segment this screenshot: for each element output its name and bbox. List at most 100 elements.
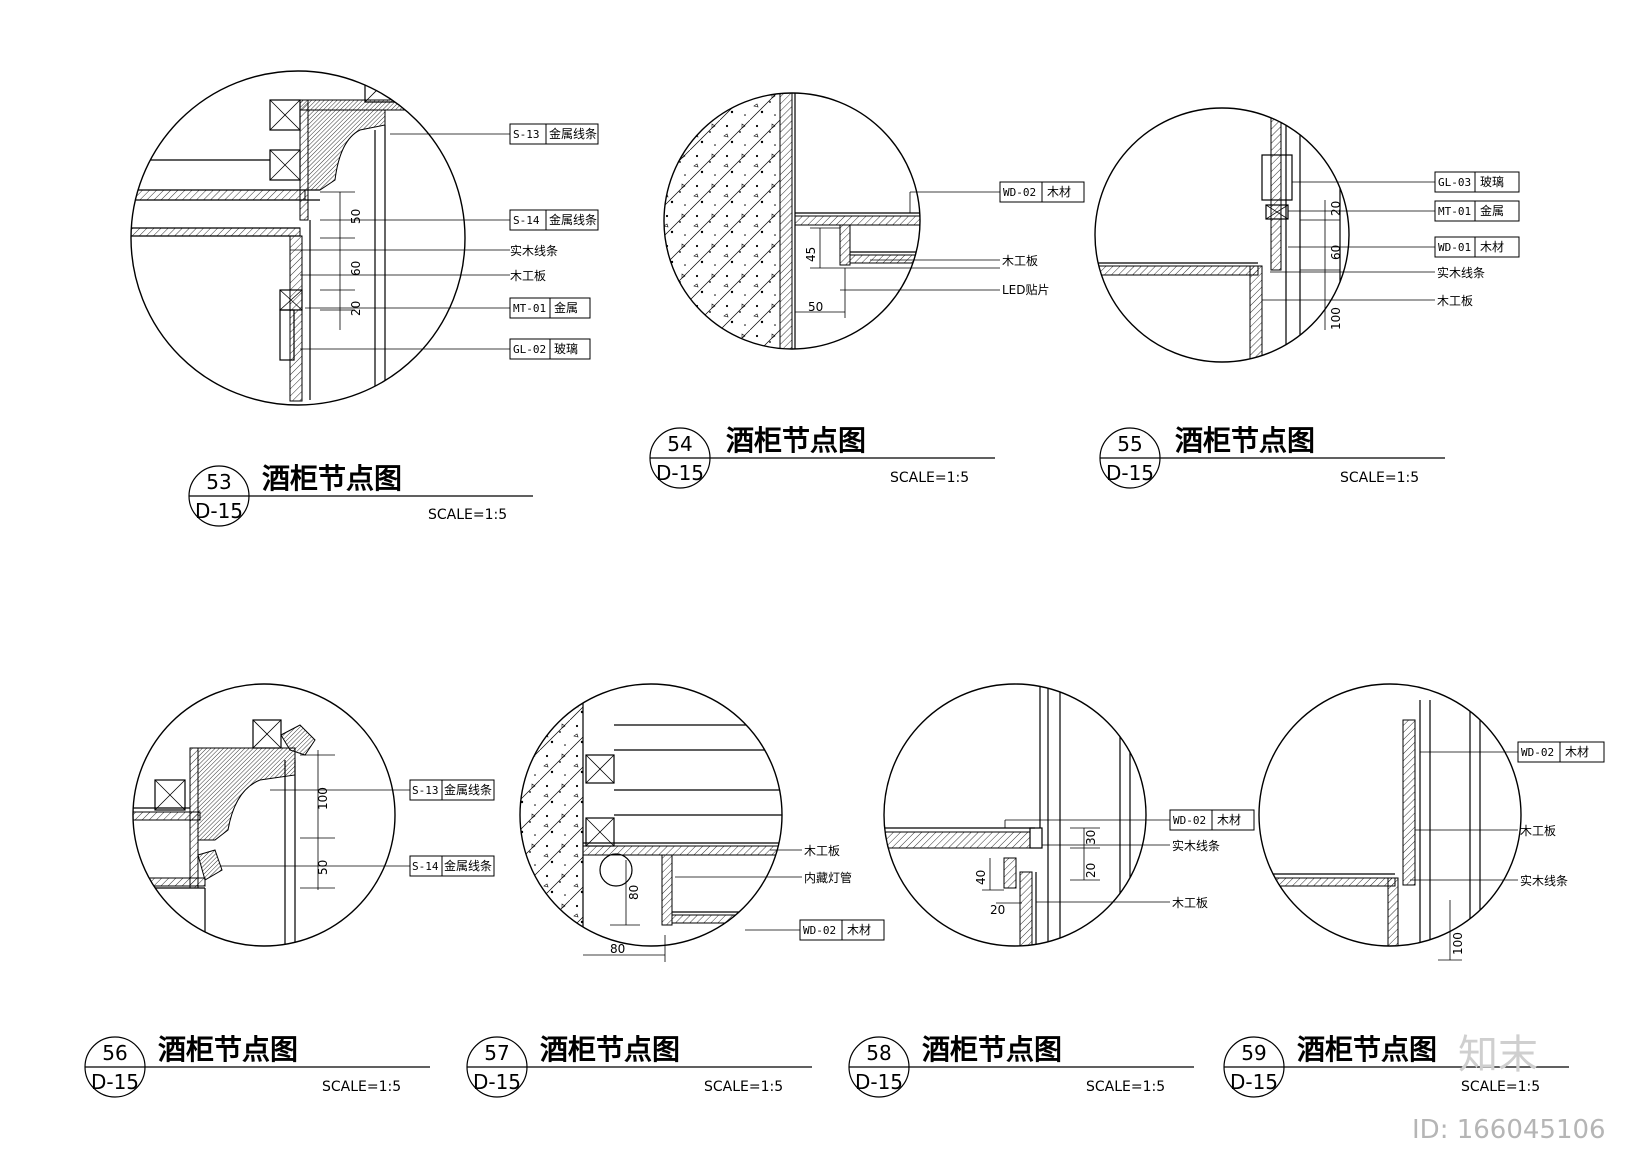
detail-54-tag-1: WD-02 木材 bbox=[999, 181, 1085, 203]
detail-54-dim-2: 50 bbox=[808, 300, 823, 314]
svg-text:木材: 木材 bbox=[1480, 240, 1504, 254]
detail-54-sheet: D-15 bbox=[656, 461, 704, 485]
svg-text:金属线条: 金属线条 bbox=[549, 126, 597, 141]
detail-56-title: 酒柜节点图 bbox=[158, 1033, 298, 1066]
detail-53-scale: SCALE=1:5 bbox=[428, 507, 507, 523]
svg-text:S-13: S-13 bbox=[412, 784, 439, 797]
detail-57-drawing bbox=[520, 684, 782, 946]
detail-56: 100 50 S-13 金属线条 S-14 金属线条 56 D-15 酒柜节点图… bbox=[84, 683, 495, 1098]
detail-58-title: 酒柜节点图 bbox=[922, 1033, 1062, 1066]
detail-55-dim-2: 60 bbox=[1329, 245, 1343, 260]
detail-58: 30 20 40 20 WD-02 木材 实木线条 木工板 58 D-15 酒柜… bbox=[848, 683, 1255, 1098]
detail-56-number: 56 bbox=[102, 1041, 127, 1065]
detail-59-scale: SCALE=1:5 bbox=[1461, 1079, 1540, 1095]
detail-55-tag-3: WD-01 木材 bbox=[1434, 236, 1520, 258]
detail-56-sheet: D-15 bbox=[91, 1070, 139, 1094]
detail-53-dim-1: 50 bbox=[349, 209, 363, 224]
detail-58-note-1: 实木线条 bbox=[1172, 838, 1220, 853]
detail-57: 80 80 木工板 内藏灯管 WD-02 木材 57 D-15 酒柜节点图 SC… bbox=[466, 683, 885, 1098]
svg-text:木材: 木材 bbox=[847, 923, 871, 937]
detail-58-dim-1: 30 bbox=[1084, 830, 1098, 845]
detail-58-number: 58 bbox=[866, 1041, 891, 1065]
svg-text:GL-03: GL-03 bbox=[1438, 176, 1471, 189]
svg-text:GL-02: GL-02 bbox=[513, 343, 546, 356]
svg-text:玻璃: 玻璃 bbox=[1480, 175, 1504, 189]
svg-text:木材: 木材 bbox=[1047, 185, 1071, 199]
detail-59-drawing bbox=[1259, 700, 1481, 946]
detail-53-tag-3: MT-01 金属 bbox=[509, 297, 591, 319]
detail-55-scale: SCALE=1:5 bbox=[1340, 470, 1419, 486]
detail-57-sheet: D-15 bbox=[473, 1070, 521, 1094]
detail-55: 20 60 100 GL-03 玻璃 MT-01 金属 WD-01 木材 实木线… bbox=[1094, 107, 1520, 489]
detail-55-drawing bbox=[1095, 109, 1341, 362]
detail-53-tag-2: S-14 金属线条 bbox=[509, 209, 599, 231]
svg-text:玻璃: 玻璃 bbox=[554, 342, 578, 356]
svg-text:金属: 金属 bbox=[1480, 203, 1504, 218]
detail-57-tag-1: WD-02 木材 bbox=[799, 919, 885, 941]
svg-text:金属: 金属 bbox=[554, 300, 578, 315]
detail-57-number: 57 bbox=[484, 1041, 509, 1065]
detail-59: 100 WD-02 木材 木工板 实木线条 59 D-15 酒柜节点图 SCAL… bbox=[1223, 683, 1605, 1098]
svg-text:WD-02: WD-02 bbox=[1173, 814, 1206, 827]
detail-55-tag-2: MT-01 金属 bbox=[1434, 200, 1520, 222]
detail-58-dim-4: 20 bbox=[990, 903, 1005, 917]
detail-59-number: 59 bbox=[1241, 1041, 1266, 1065]
detail-56-drawing bbox=[133, 719, 316, 946]
detail-58-scale: SCALE=1:5 bbox=[1086, 1079, 1165, 1095]
detail-58-sheet: D-15 bbox=[855, 1070, 903, 1094]
detail-58-note-2: 木工板 bbox=[1172, 896, 1208, 910]
detail-56-dim-2: 50 bbox=[316, 860, 330, 875]
detail-55-dim-1: 20 bbox=[1329, 201, 1343, 216]
detail-57-scale: SCALE=1:5 bbox=[704, 1079, 783, 1095]
detail-53-sheet: D-15 bbox=[195, 499, 243, 523]
detail-53-tag-1: S-13 金属线条 bbox=[509, 123, 599, 145]
detail-53-tag-4: GL-02 玻璃 bbox=[509, 338, 591, 360]
svg-text:MT-01: MT-01 bbox=[513, 302, 546, 315]
detail-55-note-1: 实木线条 bbox=[1437, 265, 1485, 280]
detail-55-tag-1: GL-03 玻璃 bbox=[1434, 171, 1520, 193]
watermark-logo: 知末 bbox=[1458, 1032, 1538, 1078]
detail-57-dim-2: 80 bbox=[610, 942, 625, 956]
detail-57-dim-1: 80 bbox=[627, 885, 641, 900]
svg-text:金属线条: 金属线条 bbox=[444, 858, 492, 873]
detail-54: 45 50 WD-02 木材 木工板 LED贴片 54 D-15 酒柜节点图 S… bbox=[649, 92, 1085, 489]
detail-58-dim-3: 40 bbox=[974, 870, 988, 885]
detail-56-scale: SCALE=1:5 bbox=[322, 1079, 401, 1095]
detail-54-note-1: 木工板 bbox=[1002, 254, 1038, 268]
detail-55-sheet: D-15 bbox=[1106, 461, 1154, 485]
detail-54-drawing bbox=[664, 93, 920, 349]
detail-57-title: 酒柜节点图 bbox=[540, 1033, 680, 1066]
svg-text:S-14: S-14 bbox=[412, 860, 439, 873]
detail-59-note-2: 实木线条 bbox=[1520, 873, 1568, 888]
detail-58-tag-1: WD-02 木材 bbox=[1169, 809, 1255, 831]
detail-59-title: 酒柜节点图 bbox=[1297, 1033, 1437, 1066]
svg-text:S-13: S-13 bbox=[513, 128, 540, 141]
svg-text:S-14: S-14 bbox=[513, 214, 540, 227]
svg-text:WD-01: WD-01 bbox=[1438, 241, 1471, 254]
detail-54-note-2: LED贴片 bbox=[1002, 283, 1050, 297]
svg-text:WD-02: WD-02 bbox=[803, 924, 836, 937]
detail-56-tag-1: S-13 金属线条 bbox=[409, 779, 495, 801]
watermark-id: ID: 166045106 bbox=[1412, 1115, 1606, 1145]
detail-59-sheet: D-15 bbox=[1230, 1070, 1278, 1094]
detail-53-note-1: 实木线条 bbox=[510, 243, 558, 258]
svg-text:木材: 木材 bbox=[1217, 813, 1241, 827]
svg-text:金属线条: 金属线条 bbox=[549, 212, 597, 227]
detail-55-dim-3: 100 bbox=[1329, 307, 1343, 330]
detail-53-dim-2: 60 bbox=[349, 261, 363, 276]
detail-54-number: 54 bbox=[667, 432, 692, 456]
svg-text:WD-02: WD-02 bbox=[1521, 746, 1554, 759]
detail-59-note-1: 木工板 bbox=[1520, 824, 1556, 838]
svg-text:MT-01: MT-01 bbox=[1438, 205, 1471, 218]
detail-56-tag-2: S-14 金属线条 bbox=[409, 855, 495, 877]
detail-59-dim-1: 100 bbox=[1451, 932, 1465, 955]
svg-text:金属线条: 金属线条 bbox=[444, 782, 492, 797]
detail-53-title: 酒柜节点图 bbox=[262, 462, 402, 495]
detail-54-dim-1: 45 bbox=[804, 247, 818, 262]
detail-57-note-2: 内藏灯管 bbox=[804, 870, 852, 885]
detail-53: 50 60 20 S-13 金属线条 S-14 金属线条 实木线条 木工板 MT… bbox=[130, 70, 599, 527]
detail-53-drawing bbox=[131, 71, 416, 402]
detail-57-note-1: 木工板 bbox=[804, 844, 840, 858]
detail-56-dim-1: 100 bbox=[316, 787, 330, 810]
